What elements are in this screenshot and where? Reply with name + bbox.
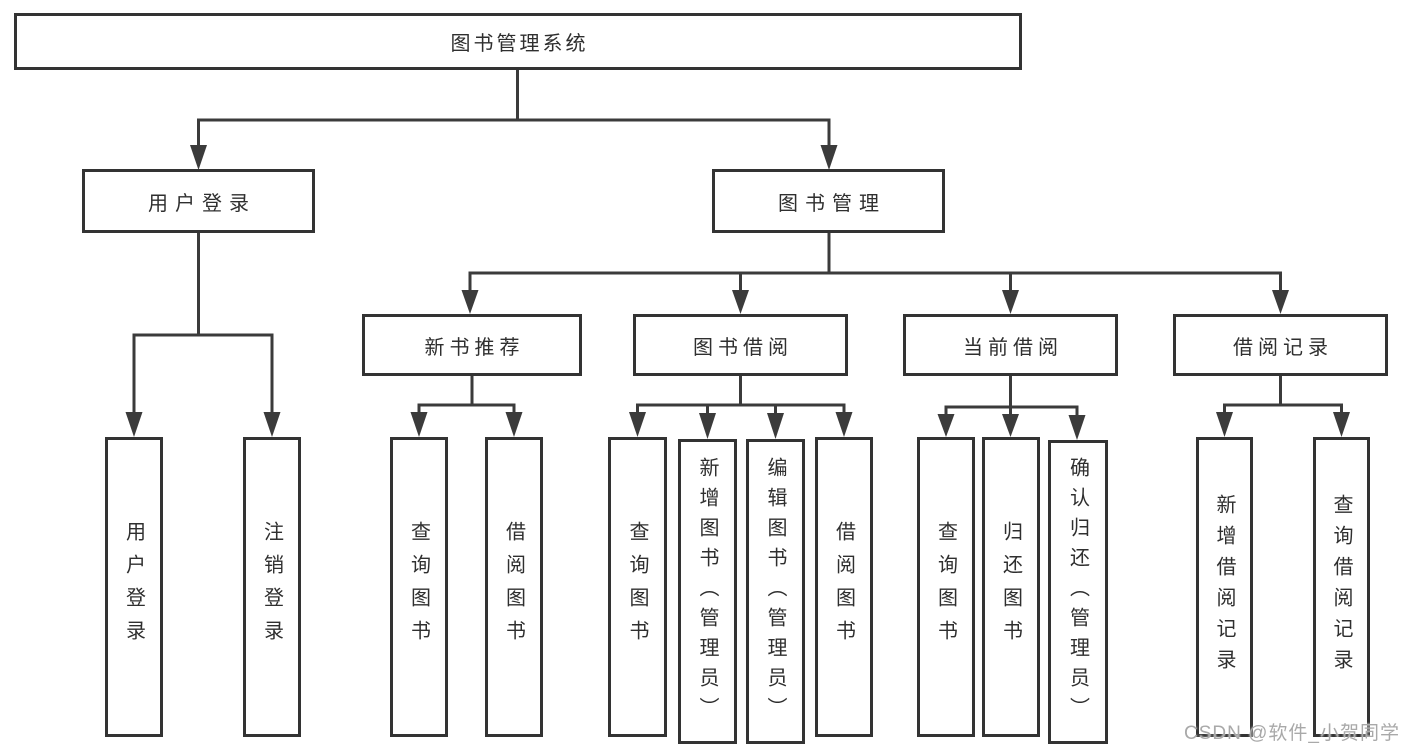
leaf-user-login: 用户登录 [105,437,163,737]
leaf-borrow-books: 借阅图书 [815,437,873,737]
leaf-recommend-borrow-books: 借阅图书 [485,437,543,737]
leaf-return-books: 归还图书 [982,437,1040,737]
leaf-edit-books-admin: 编辑图书（管理员） [746,439,805,744]
node-library-management-system: 图书管理系统 [14,13,1022,70]
leaf-recommend-query-books: 查询图书 [390,437,448,737]
leaf-add-borrow-record: 新增借阅记录 [1196,437,1253,737]
node-current-borrowing: 当前借阅 [903,314,1118,376]
node-new-book-recommend: 新书推荐 [362,314,582,376]
leaf-add-books-admin: 新增图书（管理员） [678,439,737,744]
leaf-logout: 注销登录 [243,437,301,737]
node-book-management: 图书管理 [712,169,945,233]
leaf-confirm-return-admin: 确认归还（管理员） [1048,440,1108,744]
leaf-borrowing-query-books: 查询图书 [608,437,667,737]
node-borrowing-records: 借阅记录 [1173,314,1388,376]
node-user-login: 用户登录 [82,169,315,233]
node-book-borrowing: 图书借阅 [633,314,848,376]
watermark: CSDN @软件_小贺同学 [1184,723,1400,744]
leaf-query-borrow-record: 查询借阅记录 [1313,437,1370,737]
leaf-current-query-books: 查询图书 [917,437,975,737]
